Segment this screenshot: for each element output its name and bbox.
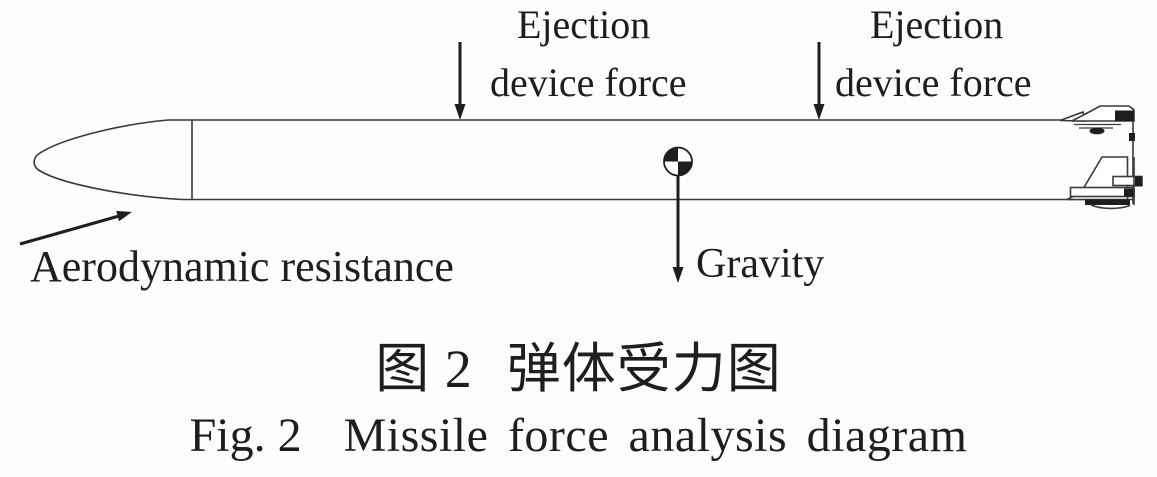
ejection-right-label-line1: Ejection — [870, 2, 1004, 47]
tail-fin-lower — [1066, 156, 1143, 210]
tail-fin-upper — [1059, 105, 1135, 141]
caption-chinese-number: 图 2 — [375, 339, 473, 399]
ejection-right-arrow down-arrow-icon — [813, 42, 825, 120]
fin-actuator-block — [1124, 188, 1135, 197]
gravity-label: Gravity — [696, 241, 825, 287]
nose-cone — [33, 119, 183, 201]
caption-chinese: 图 2 弹体受力图 — [0, 324, 1157, 403]
caption-english-number: Fig. 2 — [189, 409, 302, 462]
ejection-left-label-line2: device force — [490, 60, 687, 105]
caption-english: Fig. 2 Missile force analysis diagram — [0, 408, 1157, 463]
nose-outline — [33, 119, 183, 201]
caption-english-title: Missile force analysis diagram — [343, 409, 968, 462]
gravity-arrow down-arrow-icon — [672, 176, 684, 283]
aero-resistance-arrow up-right-arrow-icon — [19, 210, 132, 246]
ejection-left-label-line1: Ejection — [517, 2, 651, 47]
ejection-right-label-line2: device force — [835, 60, 1032, 105]
fin-actuator-block — [1115, 110, 1134, 121]
center-of-gravity-icon — [663, 146, 693, 177]
missile-body — [168, 108, 1134, 204]
fin-hinge — [1089, 127, 1105, 135]
aerodynamic-resistance-label: Aerodynamic resistance — [30, 242, 454, 291]
caption-chinese-title: 弹体受力图 — [506, 339, 782, 399]
ejection-left-arrow down-arrow-icon — [454, 42, 466, 120]
nozzle-skirt — [1085, 199, 1130, 205]
